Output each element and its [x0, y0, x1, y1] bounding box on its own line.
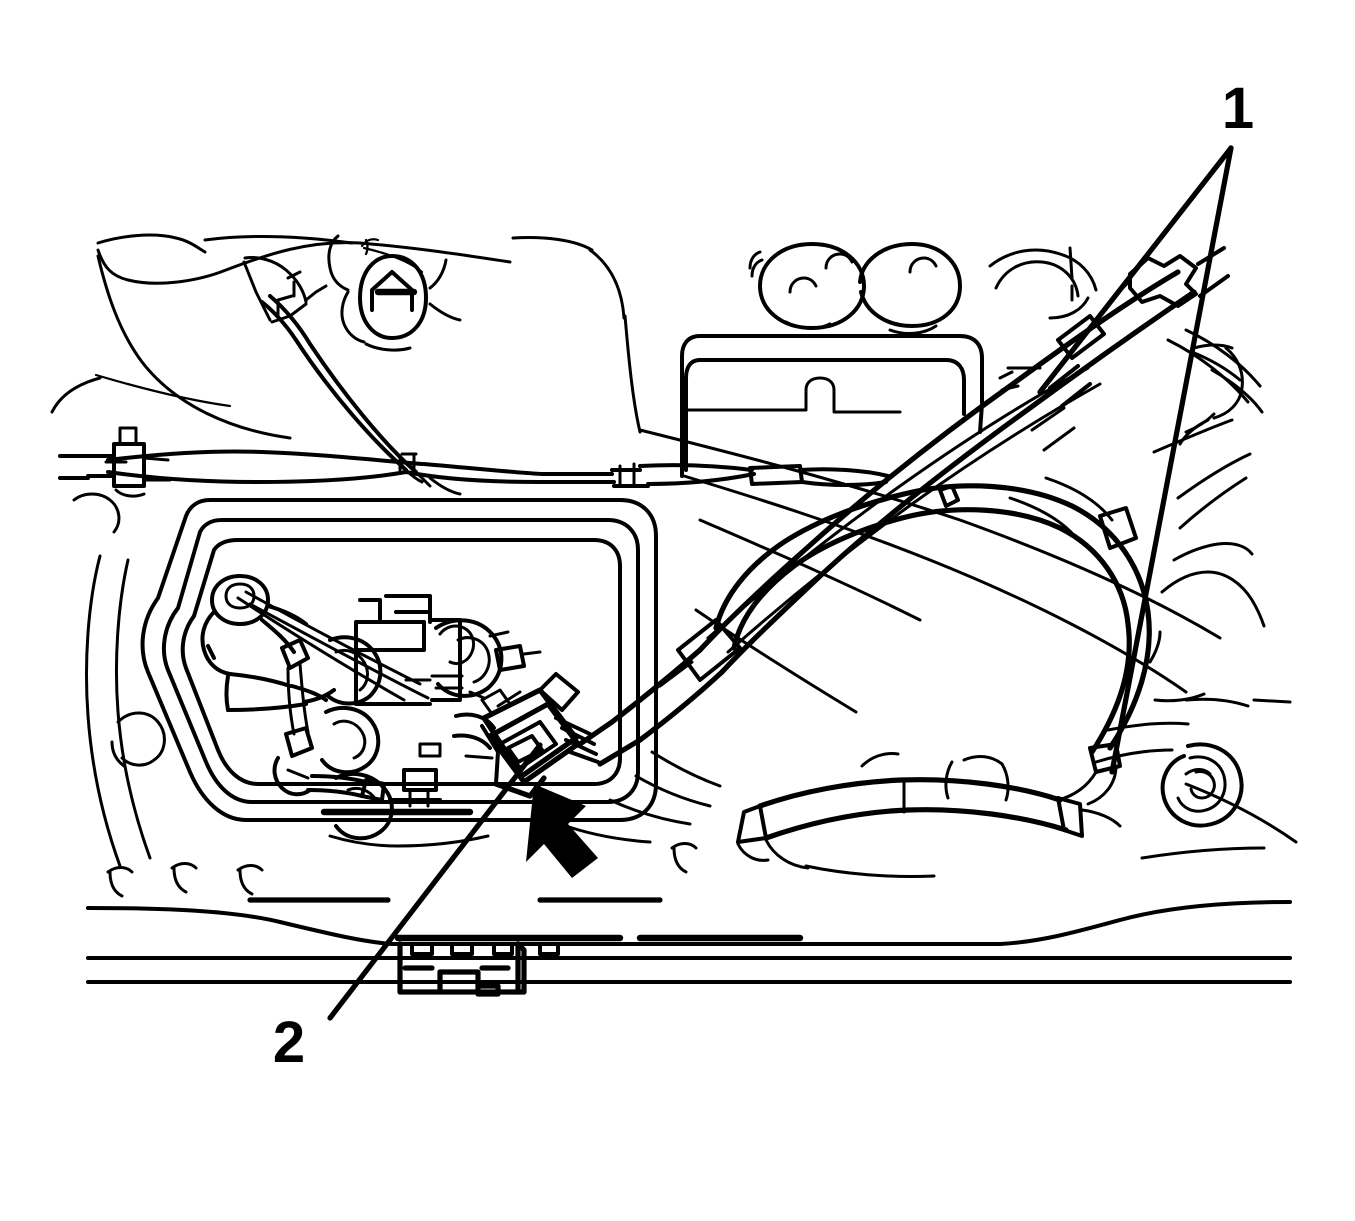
rocker-panel [86, 897, 1292, 984]
callout-1-leaders [1037, 145, 1234, 775]
pointer-arrow [526, 784, 598, 878]
misc-lower-detail [328, 750, 722, 848]
connector-body [468, 672, 600, 799]
looping-hose [713, 483, 1152, 879]
latch-mechanism [200, 574, 542, 841]
callout-1-label: 1 [1222, 76, 1254, 141]
callout-2-leader [327, 742, 543, 1021]
sill-bracket [397, 941, 560, 997]
wire-harness-horizontal [106, 449, 756, 496]
oval-drain-plugs [748, 242, 1098, 335]
upper-body-contour [50, 233, 642, 440]
panel-holes-left [72, 492, 1212, 898]
upper-left-bracket [242, 256, 432, 488]
spiral-hole [1160, 742, 1244, 828]
recessed-panel [680, 334, 1042, 478]
harness-clip-left [58, 426, 172, 498]
access-opening [85, 498, 658, 868]
quarter-panel-contours [638, 328, 1298, 860]
callout-2-label: 2 [273, 1010, 305, 1075]
grommet-hole-upper-left [327, 234, 462, 352]
